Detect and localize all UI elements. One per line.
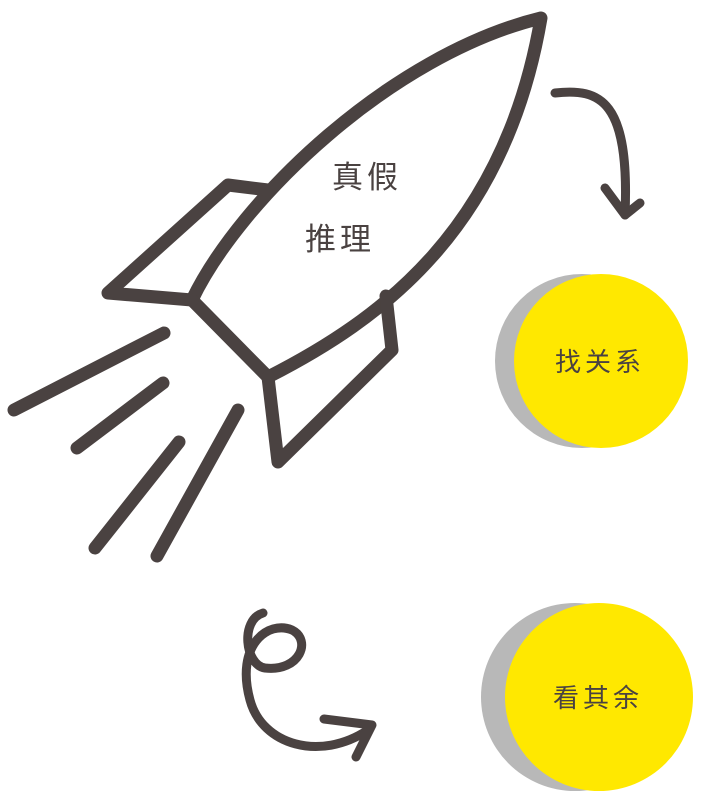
rocket-label-line1: 真假 [332, 160, 402, 196]
curved-arrow-down [550, 87, 645, 220]
rocket-label-line2: 推理 [305, 222, 375, 258]
circle-fill [514, 274, 688, 448]
rocket-illustration: 真假 推理 [7, 11, 548, 563]
circle-fill [505, 603, 693, 791]
speed-line [88, 435, 186, 555]
speed-line [150, 403, 245, 563]
circle-step-1: 找关系 [495, 274, 688, 448]
rocket-fin-bottom [261, 289, 399, 469]
circle-label: 看其余 [553, 684, 643, 714]
speed-line [70, 376, 170, 455]
circle-step-2: 看其余 [481, 603, 693, 791]
arrowhead [600, 183, 645, 220]
rocket-body [185, 11, 548, 384]
loop-arrow [241, 608, 377, 762]
rocket-fin-left [101, 178, 275, 307]
arrowhead [319, 714, 377, 762]
arrow-shaft [550, 87, 631, 220]
arrow-shaft [241, 608, 373, 751]
speed-line [7, 326, 171, 417]
circle-label: 找关系 [555, 348, 645, 378]
